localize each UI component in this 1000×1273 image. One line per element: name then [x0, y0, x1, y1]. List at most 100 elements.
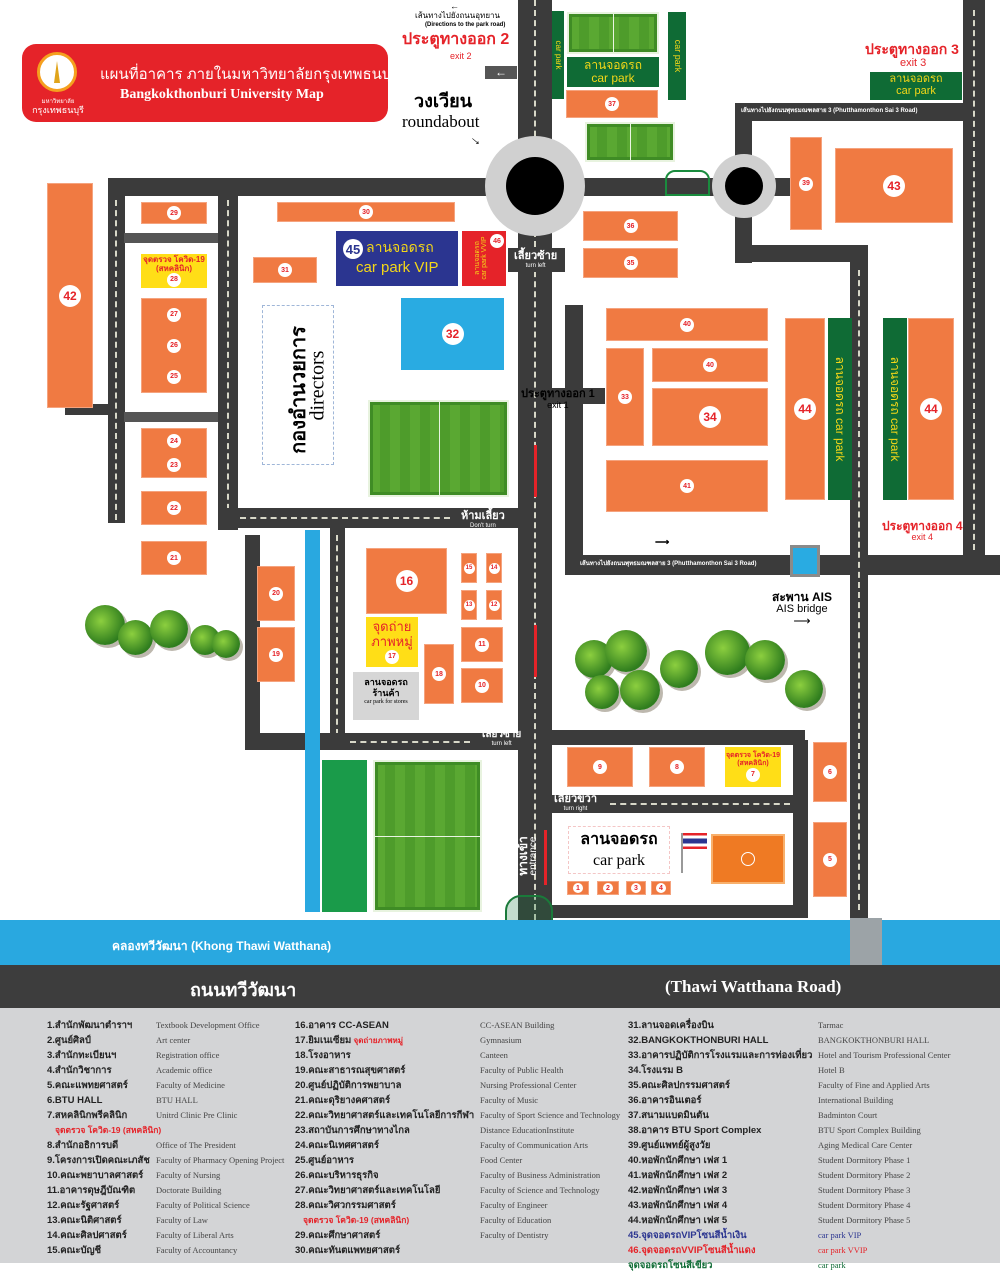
building-number: 9 [593, 760, 607, 774]
legend-item: 15.คณะบัญชี [47, 1245, 102, 1256]
legend-item: 11.อาคารดุษฎีบัณฑิต [47, 1185, 136, 1196]
building-number: 44 [794, 398, 816, 420]
car-park-label-th: ลานจอดรถ [580, 831, 658, 848]
building-number: 32 [441, 323, 464, 345]
building-21[interactable]: 21 [141, 541, 207, 575]
building-18[interactable]: 18 [424, 644, 454, 704]
legend-item: BANGKOKTHONBURI HALL [818, 1035, 930, 1045]
building-number: 26 [167, 338, 181, 353]
car-park-strip-44-east: ลานจอดรถ car park [883, 318, 907, 500]
legend-item: Academic office [156, 1065, 213, 1075]
car-park-strip-left: car park [552, 11, 564, 99]
store-car-park[interactable]: ลานจอดรถ ร้านค้า car park for stores [353, 672, 419, 720]
building-39[interactable]: 39 [790, 137, 822, 230]
building-36[interactable]: 36 [583, 211, 678, 241]
building-5[interactable]: 5 [813, 822, 847, 897]
legend-item: International Building [818, 1095, 894, 1105]
legend-item: Office of The President [156, 1140, 236, 1150]
legend-item: CC-ASEAN Building [480, 1020, 555, 1030]
building-number: 36 [623, 219, 638, 233]
building-35[interactable]: 35 [583, 248, 678, 278]
roundabout-pointer-icon: → [466, 128, 488, 150]
building-8[interactable]: 8 [649, 747, 705, 787]
directors-office[interactable]: กองอำนวยการ directors [262, 305, 334, 465]
building-number: 23 [167, 458, 181, 472]
flag-pole [681, 833, 683, 873]
building-1[interactable]: 1 [567, 881, 589, 895]
legend-item: 17.ยิมเนเซียม จุดถ่ายภาพหมู่ [295, 1035, 404, 1046]
car-park-label-en: car park [591, 71, 635, 85]
building-16[interactable]: 16 [366, 548, 447, 614]
building-30[interactable]: 30 [277, 202, 455, 222]
building-29[interactable]: 29 [141, 202, 207, 224]
logo-text-2: กรุงเทพธนบุรี [32, 105, 84, 115]
building-34[interactable]: 34 [652, 388, 768, 446]
building-31[interactable]: 31 [253, 257, 317, 283]
legend-item: 31.ลานจอดเครื่องบิน [628, 1020, 714, 1031]
store-park-th-2: ร้านค้า [372, 687, 400, 698]
exit-1-th: ประตูทางออก 1 [521, 388, 595, 400]
legend-item: 19.คณะสาธารณสุขศาสตร์ [295, 1065, 406, 1076]
canal-label: คลองทวีวัฒนา (Khong Thawi Watthana) [112, 939, 332, 953]
building-44-east[interactable]: 44 [908, 318, 954, 500]
legend-item: Student Dormitory Phase 4 [818, 1200, 911, 1210]
car-park-label: ลานจอดรถ car park [888, 356, 903, 462]
legend-item: Faculty of Communication Arts [480, 1140, 588, 1150]
building-40-b[interactable]: 40 [652, 348, 768, 382]
building-2[interactable]: 2 [597, 881, 619, 895]
legend-item: Student Dormitory Phase 2 [818, 1170, 911, 1180]
building-15[interactable]: 15 [461, 553, 477, 583]
building-11[interactable]: 11 [461, 627, 503, 662]
legend-item: 5.คณะแพทยศาสตร์ [47, 1080, 128, 1091]
building-33[interactable]: 33 [606, 348, 644, 446]
car-park-front[interactable]: ลานจอดรถ car park [568, 826, 670, 874]
covid-checkpoint-7[interactable]: จุดตรวจ โควิด-19(สหคลินิก)7 [725, 747, 781, 787]
store-park-en: car park for stores [364, 698, 408, 705]
legend-item: Faculty of Education [480, 1215, 552, 1225]
covid-checkpoint-28[interactable]: จุดตรวจ โควิด-19(สหคลินิก)28 [141, 254, 207, 288]
dont-turn-en: Don't turn [469, 522, 496, 529]
legend-item: 38.อาคาร BTU Sport Complex [628, 1125, 762, 1136]
building-40-a[interactable]: 40 [606, 308, 768, 341]
car-park-strip-right: car park [668, 12, 686, 100]
building-41[interactable]: 41 [606, 460, 768, 512]
building-6[interactable]: 6 [813, 742, 847, 802]
legend-item: Distance EducationInstitute [480, 1125, 575, 1135]
building-13[interactable]: 13 [461, 590, 477, 620]
building-12[interactable]: 12 [486, 590, 502, 620]
legend-item: Art center [156, 1035, 191, 1045]
building-20[interactable]: 20 [257, 566, 295, 621]
building-3[interactable]: 3 [626, 881, 646, 895]
building-19[interactable]: 19 [257, 627, 295, 682]
building-44-west[interactable]: 44 [785, 318, 825, 500]
building-10[interactable]: 10 [461, 668, 503, 703]
building-32-hall[interactable]: 32 [401, 298, 504, 370]
building-14[interactable]: 14 [486, 553, 502, 583]
building-22[interactable]: 22 [141, 491, 207, 525]
legend-item: 44.หอพักนักศึกษา เฟส 5 [628, 1215, 728, 1226]
building-number: 18 [432, 667, 446, 681]
building-42[interactable]: 42 [47, 183, 93, 408]
legend-item: 37.สนามแบดมินตัน [628, 1110, 709, 1121]
park-road-direction-th: เส้นทางไปยังถนนอุทยาน [415, 11, 500, 20]
building-number: 40 [680, 317, 694, 332]
building-43[interactable]: 43 [835, 148, 953, 223]
building-number: 3 [631, 883, 641, 893]
car-park-vip-45[interactable]: 45 ลานจอดรถ car park VIP [336, 231, 458, 286]
building-37[interactable]: 37 [566, 90, 658, 118]
building-4[interactable]: 4 [651, 881, 671, 895]
park-road-arrow-icon: ← [450, 1, 459, 11]
building-9[interactable]: 9 [567, 747, 633, 787]
group-photo-spot-17[interactable]: จุดถ่ายภาพหมู่17 [366, 617, 418, 667]
legend-item: Faculty of Medicine [156, 1080, 225, 1090]
